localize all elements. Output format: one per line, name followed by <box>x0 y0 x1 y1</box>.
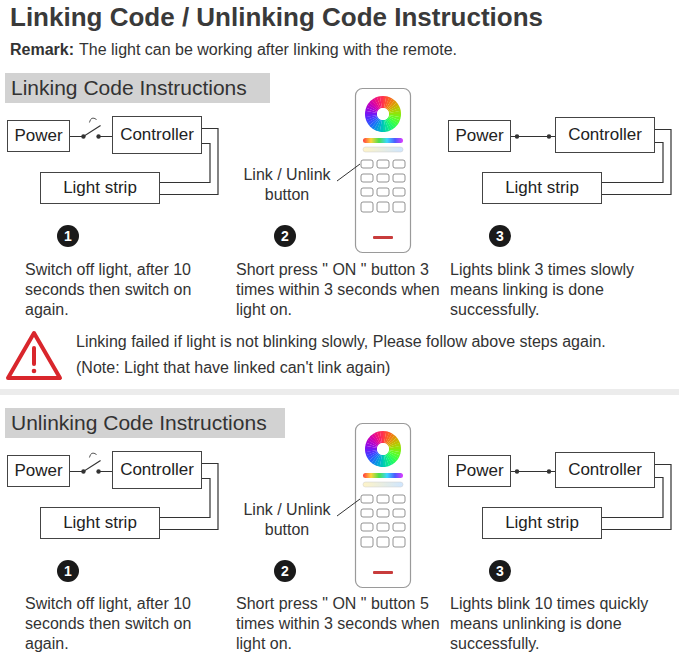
light-strip-box: Light strip <box>482 507 602 539</box>
node-text: 3 <box>496 228 504 244</box>
node-text: 3 <box>496 563 504 579</box>
node-text: Power <box>14 461 62 481</box>
controller-box: Controller <box>112 451 202 489</box>
power-wire <box>70 118 112 139</box>
node-text: 2 <box>281 228 289 244</box>
node-text: Power <box>455 126 503 146</box>
node-text: 1 <box>64 563 72 579</box>
power-wire <box>511 134 555 138</box>
terminal-dot <box>547 134 551 138</box>
note-text: (Note: Light that have linked can't link… <box>76 358 390 378</box>
power-wire <box>70 453 112 474</box>
button-callout: Link / Unlink button <box>232 500 342 540</box>
step-number: 3 <box>489 560 511 582</box>
controller-box: Controller <box>555 117 655 153</box>
step-number: 2 <box>274 225 296 247</box>
terminal-dot <box>81 134 85 138</box>
step-number: 2 <box>274 560 296 582</box>
section-header: Linking Code Instructions <box>5 73 270 103</box>
remark-text: The light can be working after linking w… <box>79 40 457 60</box>
power-box: Power <box>448 120 511 152</box>
light-strip-box: Light strip <box>40 172 160 204</box>
power-wire <box>511 469 555 473</box>
node-text: 2 <box>281 563 289 579</box>
node-text: Power <box>14 126 62 146</box>
warning-symbol <box>8 333 60 378</box>
node-text: Controller <box>120 125 194 145</box>
node-text: Linking Code Instructions <box>11 76 247 100</box>
node-text: Power <box>455 461 503 481</box>
step-text: Lights blink 10 times quickly means unli… <box>450 594 672 654</box>
node-text: Controller <box>568 125 642 145</box>
section-divider <box>0 389 679 395</box>
terminal-dot <box>547 469 551 473</box>
terminal-dot <box>96 134 100 138</box>
remote-control <box>356 424 411 588</box>
remark-heading: Remark: <box>10 40 74 60</box>
light-strip-box: Light strip <box>482 172 602 204</box>
node-text: Controller <box>120 460 194 480</box>
wire-line <box>70 461 112 472</box>
power-box: Power <box>7 120 70 152</box>
node-text: Light strip <box>63 178 137 198</box>
step-text: Short press " ON " button 3 times within… <box>236 260 441 320</box>
remote-control <box>356 89 411 253</box>
node-text: Unlinking Code Instructions <box>11 411 267 435</box>
warning-text: Linking failed if light is not blinking … <box>76 332 606 352</box>
controller-box: Controller <box>555 452 655 488</box>
button-callout: Link / Unlink button <box>232 165 342 205</box>
node-text: 1 <box>64 228 72 244</box>
terminal-dot <box>515 134 519 138</box>
node-text: Controller <box>568 460 642 480</box>
terminal-dot <box>96 469 100 473</box>
power-box: Power <box>448 455 511 487</box>
light-strip-box: Light strip <box>40 507 160 539</box>
step-text: Switch off light, after 10 seconds then … <box>25 260 225 320</box>
step-number: 1 <box>57 225 79 247</box>
node-text: Light strip <box>505 178 579 198</box>
node-text: Light strip <box>63 513 137 533</box>
switch-motion-mark <box>89 453 96 457</box>
node-text: Light strip <box>505 513 579 533</box>
step-text: Short press " ON " button 5 times within… <box>236 594 441 654</box>
step-text: Lights blink 3 times slowly means linkin… <box>450 260 672 320</box>
step-number: 3 <box>489 225 511 247</box>
leader-line <box>337 164 360 181</box>
step-text: Switch off light, after 10 seconds then … <box>25 594 225 654</box>
power-box: Power <box>7 455 70 487</box>
terminal-dot <box>81 469 85 473</box>
switch-motion-mark <box>89 118 96 122</box>
section-header: Unlinking Code Instructions <box>5 408 285 438</box>
page-title: Linking Code / Unlinking Code Instructio… <box>10 2 543 32</box>
controller-box: Controller <box>112 116 202 154</box>
wire-line <box>70 126 112 137</box>
terminal-dot <box>515 469 519 473</box>
leader-line <box>337 499 360 516</box>
step-number: 1 <box>57 560 79 582</box>
